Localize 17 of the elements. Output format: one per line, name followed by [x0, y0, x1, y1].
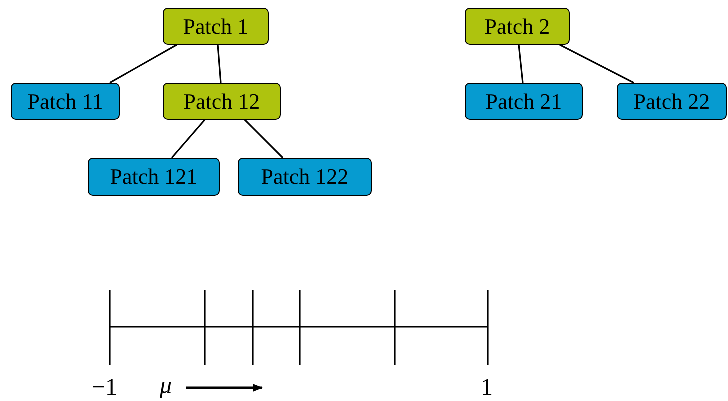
connector-line: [518, 44, 524, 84]
connector-line: [110, 44, 178, 84]
patch-box: Patch 11: [11, 83, 120, 120]
patch-box: Patch 22: [617, 83, 727, 120]
patch-box: Patch 121: [88, 158, 220, 196]
patch-box: Patch 2: [465, 8, 570, 45]
patch-box: Patch 1: [163, 8, 269, 45]
axis-label: μ: [160, 374, 172, 398]
patch-box: Patch 122: [238, 158, 372, 196]
patch-box: Patch 12: [163, 83, 281, 120]
axis-label: −1: [92, 376, 118, 400]
axis-label: 1: [481, 376, 493, 400]
connector-line: [560, 44, 634, 84]
connector-line: [217, 44, 222, 84]
connector-line: [171, 119, 206, 159]
patch-box: Patch 21: [465, 83, 583, 120]
connector-line: [244, 119, 284, 159]
